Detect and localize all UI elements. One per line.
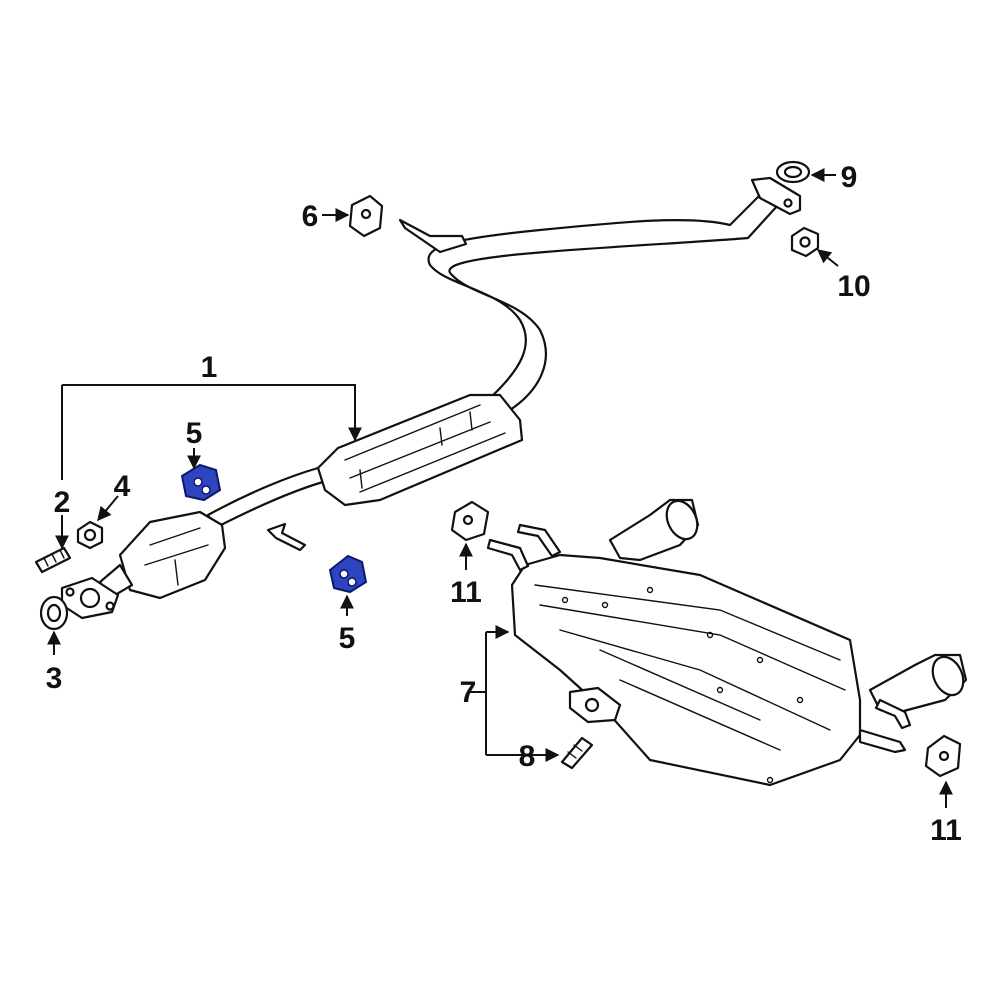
leader-4 bbox=[97, 495, 119, 522]
nut-part-10[interactable] bbox=[790, 226, 820, 258]
insulator-part-11-right[interactable] bbox=[924, 734, 962, 778]
gasket-part-9[interactable] bbox=[775, 160, 811, 184]
callout-5-upper: 5 bbox=[186, 417, 203, 450]
callout-4: 4 bbox=[114, 470, 131, 503]
intermediate-pipe bbox=[427, 193, 780, 412]
callout-9: 9 bbox=[841, 161, 858, 194]
callout-11-left: 11 bbox=[450, 576, 482, 609]
gasket-part-3[interactable] bbox=[39, 595, 69, 631]
leader-7 bbox=[485, 632, 508, 755]
callout-7: 7 bbox=[460, 676, 477, 709]
leader-1 bbox=[62, 384, 362, 442]
stud-part-2[interactable] bbox=[34, 546, 72, 574]
insulator-part-5-upper[interactable] bbox=[180, 463, 222, 502]
callout-1: 1 bbox=[201, 351, 218, 384]
callout-5-lower: 5 bbox=[339, 622, 356, 655]
callout-6: 6 bbox=[302, 200, 319, 233]
leader-10 bbox=[816, 249, 839, 267]
callout-10: 10 bbox=[837, 270, 870, 303]
rear-muffler[interactable] bbox=[486, 496, 969, 787]
insulator-part-5-lower[interactable] bbox=[328, 554, 368, 594]
nut-part-4[interactable] bbox=[76, 520, 104, 550]
callout-2: 2 bbox=[54, 486, 71, 519]
hanger-part-6[interactable] bbox=[348, 194, 384, 238]
callout-8: 8 bbox=[519, 740, 536, 773]
callout-11-right: 11 bbox=[930, 814, 962, 847]
front-pipe-assembly[interactable] bbox=[60, 176, 802, 620]
insulator-part-11-left[interactable] bbox=[450, 500, 490, 542]
stud-part-8[interactable] bbox=[560, 736, 594, 770]
callout-3: 3 bbox=[46, 662, 63, 695]
catalytic-converter bbox=[118, 510, 227, 600]
